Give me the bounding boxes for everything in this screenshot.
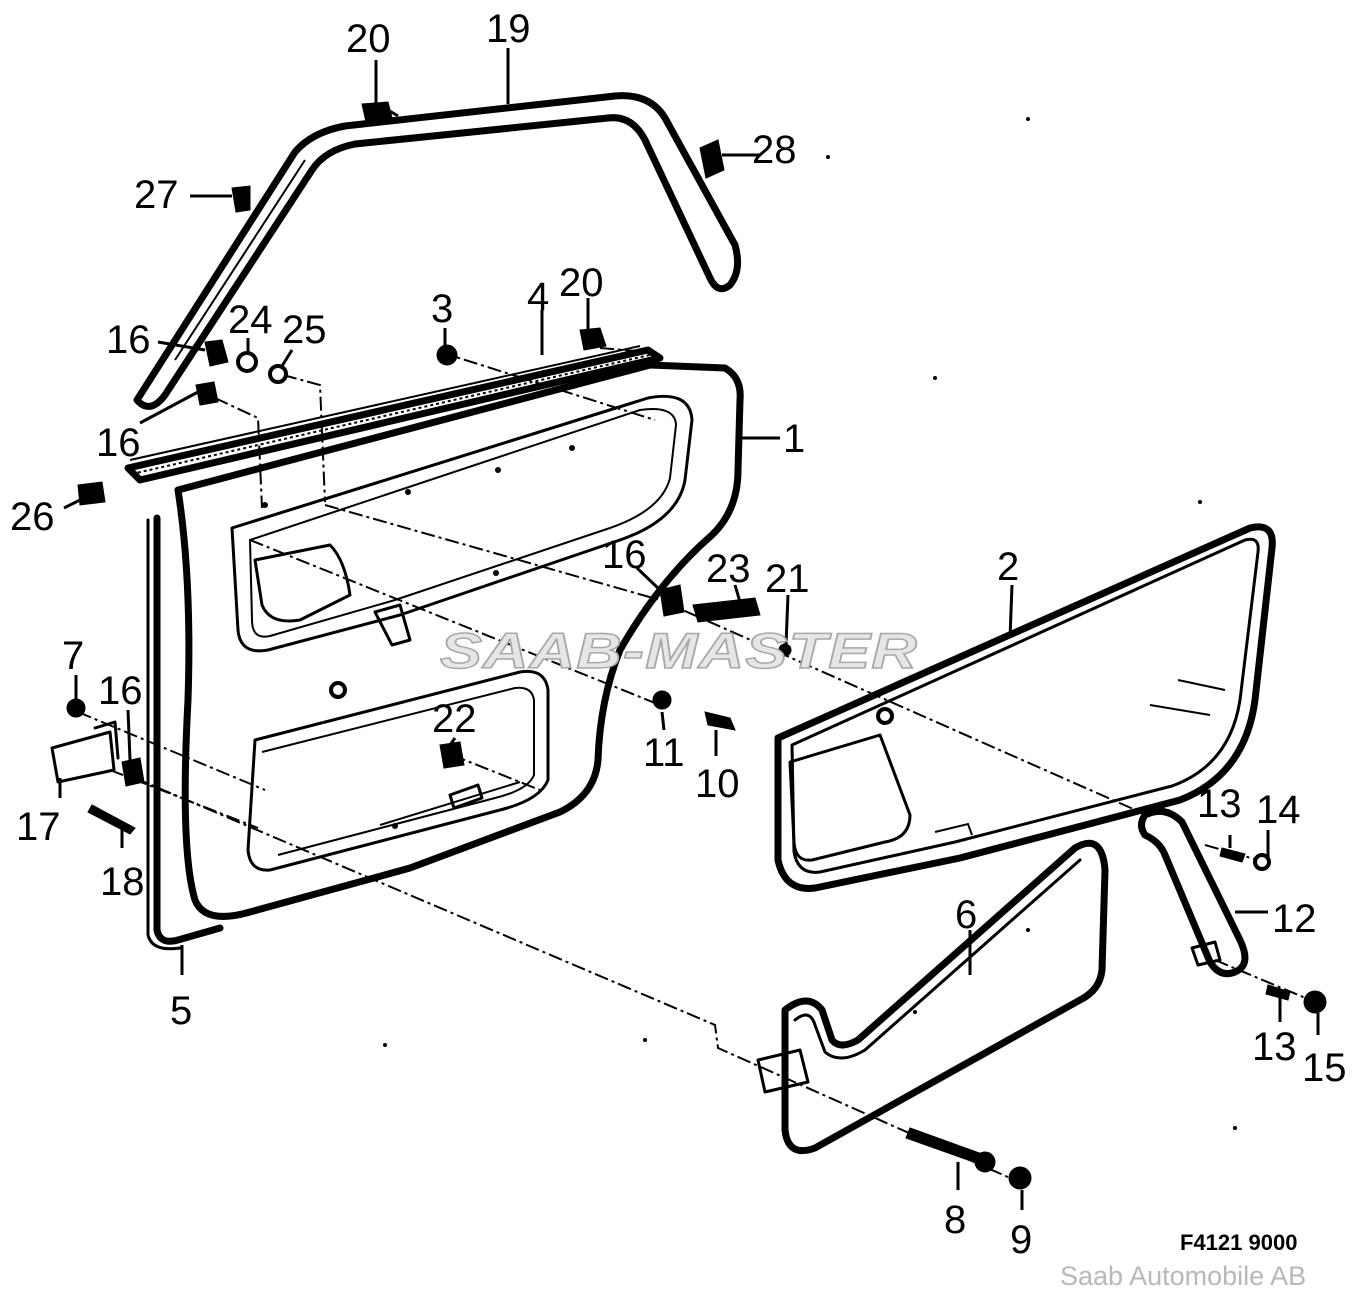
label-4: 4: [527, 275, 549, 319]
label-8: 8: [944, 1198, 966, 1242]
label-11: 11: [643, 731, 685, 775]
label-16-center: 16: [602, 533, 647, 577]
label-2: 2: [997, 545, 1019, 589]
label-19: 19: [486, 7, 531, 51]
label-16-lower: 16: [98, 669, 143, 713]
label-28: 28: [752, 128, 797, 172]
label-18: 18: [100, 860, 145, 904]
part-2-trim-insert: [774, 523, 1276, 892]
label-16-upper: 16: [106, 318, 151, 362]
part-12-grab-handle: [1138, 807, 1249, 978]
label-12: 12: [1272, 897, 1317, 941]
part-5-door-seal: [146, 514, 224, 951]
drawing-reference: F4121 9000: [1180, 1230, 1297, 1255]
copyright-text: Saab Automobile AB: [1060, 1261, 1306, 1291]
label-26: 26: [10, 495, 55, 539]
label-17: 17: [16, 805, 61, 849]
label-10: 10: [695, 762, 740, 806]
label-14: 14: [1256, 788, 1301, 832]
callout-labels: 20 19 28 27 3 4 20 16 24 25 16 1 26 16 2…: [10, 7, 1347, 1262]
label-3: 3: [431, 287, 453, 331]
part-6-pocket-trim: [756, 839, 1109, 1155]
scan-specks: [383, 117, 1237, 1130]
label-5: 5: [170, 989, 192, 1033]
part-4-weatherstrip: [124, 345, 664, 484]
label-20-mid: 20: [559, 261, 604, 305]
part-1-door-panel: [174, 361, 744, 920]
label-25: 25: [282, 308, 327, 352]
label-9: 9: [1010, 1218, 1032, 1262]
label-24: 24: [228, 298, 273, 342]
label-6: 6: [955, 893, 977, 937]
label-23: 23: [706, 547, 751, 591]
label-20-top: 20: [346, 17, 391, 61]
leader-lines: [58, 48, 1320, 1210]
label-13-lower: 13: [1252, 1025, 1297, 1069]
label-16-left: 16: [96, 421, 141, 465]
watermark-text: SAAB-MASTER: [440, 623, 918, 679]
label-27: 27: [134, 173, 179, 217]
label-22: 22: [432, 697, 477, 741]
label-15: 15: [1302, 1046, 1347, 1090]
label-7: 7: [62, 634, 84, 678]
part-19-window-frame-trim: [133, 92, 742, 410]
label-21: 21: [765, 557, 810, 601]
label-1: 1: [783, 417, 805, 461]
label-13-upper: 13: [1197, 782, 1242, 826]
